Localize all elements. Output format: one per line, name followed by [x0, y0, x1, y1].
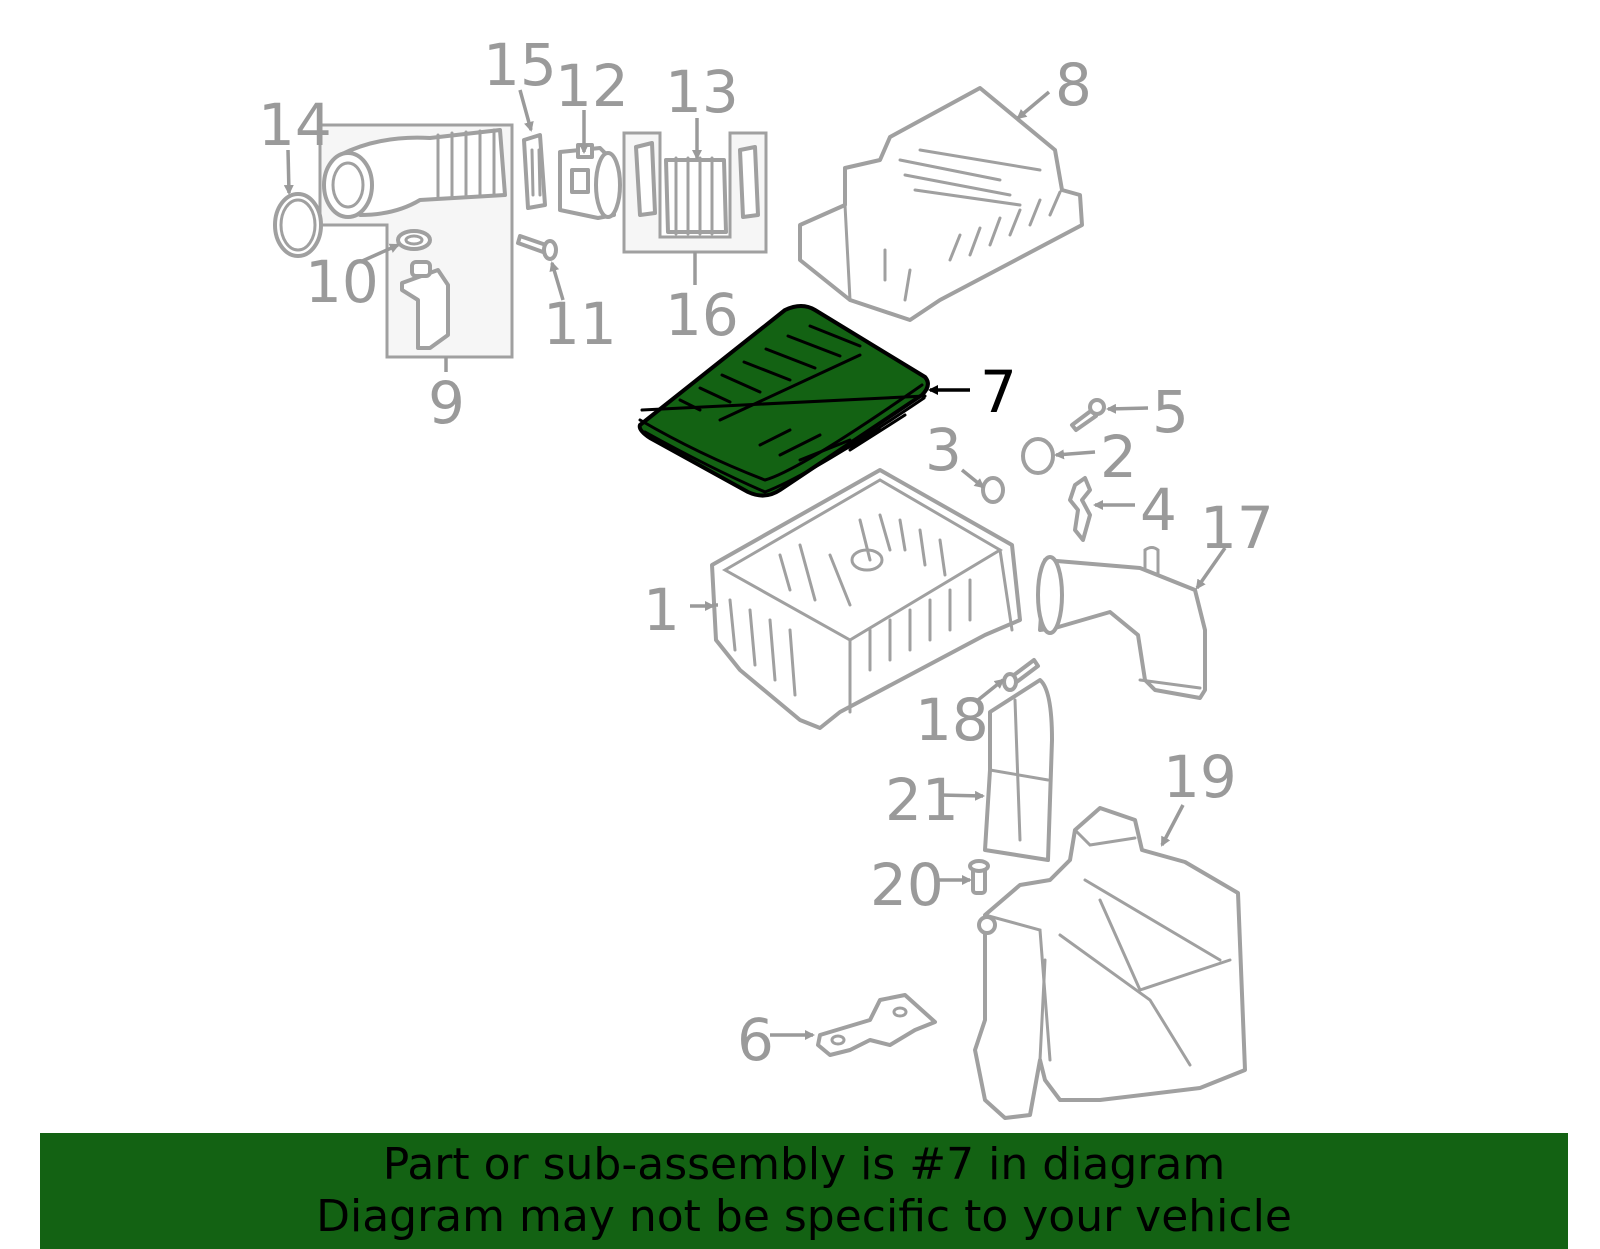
maf-sensor-part-12: [558, 143, 622, 220]
callout-19: 19: [1163, 743, 1237, 811]
air-filter-part-7: [637, 304, 930, 498]
bolt-part-5: [1070, 398, 1106, 432]
grommet-part-10: [396, 229, 432, 251]
callout-17: 17: [1200, 494, 1274, 562]
callout-labels: 1 2 3 4 5 6 7 8 9 10 11 12 13 14 15 16 1…: [258, 31, 1274, 1074]
callout-3: 3: [925, 416, 962, 484]
callout-8: 8: [1055, 51, 1092, 119]
callout-12: 12: [555, 52, 629, 120]
group-box-16: [622, 131, 768, 254]
resonator-box-part-19: [973, 806, 1247, 1120]
banner-line-part-number: Part or sub-assembly is #7 in diagram: [382, 1139, 1226, 1190]
callout-5: 5: [1152, 378, 1189, 446]
callout-7: 7: [980, 358, 1017, 426]
callout-1: 1: [643, 576, 680, 644]
banner-line-disclaimer: Diagram may not be specific to your vehi…: [316, 1191, 1292, 1242]
resonator-part-21: [983, 678, 1054, 862]
callout-6: 6: [737, 1006, 774, 1074]
clamp-part-14: [273, 192, 323, 258]
callout-16: 16: [665, 281, 739, 349]
coupler-part-13: [634, 141, 760, 236]
callout-20: 20: [870, 851, 944, 919]
callout-18: 18: [915, 686, 989, 754]
intake-hose-part-9: [322, 128, 507, 219]
bracket-part-6: [816, 993, 937, 1057]
grommet-part-2: [1021, 437, 1055, 475]
callout-4: 4: [1140, 476, 1177, 544]
callout-11: 11: [543, 290, 617, 358]
bolt-part-11: [516, 234, 558, 261]
clip-part-4: [1068, 476, 1092, 542]
bolt-part-20: [968, 859, 990, 895]
callout-14: 14: [258, 91, 332, 159]
duct-part-17: [1036, 546, 1207, 700]
info-banner: Part or sub-assembly is #7 in diagram Di…: [40, 1133, 1568, 1249]
plug-part-3: [981, 476, 1005, 504]
callout-2: 2: [1100, 423, 1137, 491]
callout-9: 9: [428, 369, 465, 437]
callout-13: 13: [665, 58, 739, 126]
upper-housing-part-8: [798, 86, 1084, 322]
clip-part-15: [522, 133, 547, 210]
lower-housing-part-1: [710, 468, 1022, 730]
sensor-part-9: [400, 260, 450, 350]
callout-10: 10: [305, 248, 379, 316]
callout-21: 21: [885, 766, 959, 834]
callout-15: 15: [483, 31, 557, 99]
leader-lines: [283, 89, 1227, 1040]
